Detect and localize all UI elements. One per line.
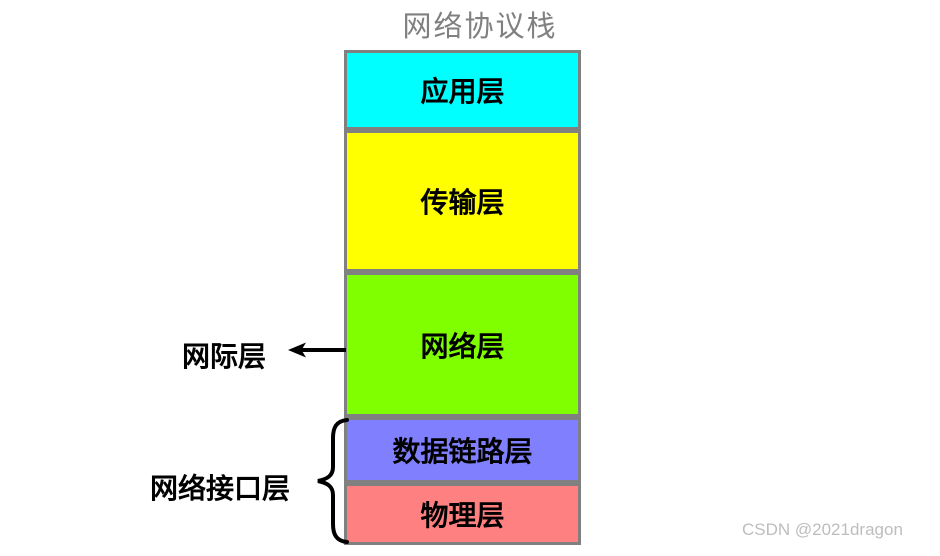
internet-layer-label: 网际层 <box>182 342 267 373</box>
watermark: CSDN @2021dragon <box>742 520 903 539</box>
left-arrow-icon <box>288 342 346 358</box>
layer-datalink-label: 数据链路层 <box>392 437 533 468</box>
layer-application-label: 应用层 <box>420 77 505 108</box>
layer-network: 网络层 <box>344 272 581 417</box>
layer-transport-label: 传输层 <box>420 188 505 219</box>
curly-brace-icon <box>317 418 349 544</box>
diagram-title: 网络协议栈 <box>402 11 558 43</box>
protocol-stack: 应用层 传输层 网络层 数据链路层 物理层 <box>344 50 581 545</box>
layer-physical-label: 物理层 <box>420 501 505 532</box>
layer-network-label: 网络层 <box>420 331 505 363</box>
layer-transport: 传输层 <box>344 130 581 272</box>
layer-application: 应用层 <box>344 50 581 130</box>
network-interface-layer-label: 网络接口层 <box>150 474 291 505</box>
layer-physical: 物理层 <box>344 483 581 545</box>
layer-datalink: 数据链路层 <box>344 417 581 483</box>
